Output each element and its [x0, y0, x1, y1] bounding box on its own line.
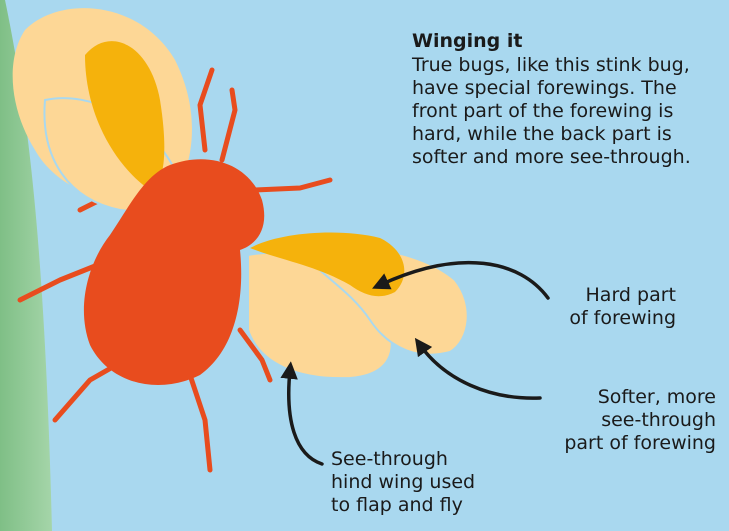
label-line: hind wing used [331, 471, 491, 494]
label-line: Softer, more [546, 386, 716, 409]
label-line: Hard part [566, 284, 676, 307]
label-line: see-through [546, 409, 716, 432]
intro-title: Winging it [412, 30, 522, 53]
label-line: part of forewing [546, 432, 716, 455]
intro-text: True bugs, like this stink bug, have spe… [412, 54, 727, 169]
label-line: See-through [331, 448, 491, 471]
label-line: of forewing [566, 307, 676, 330]
intro-line: front part of the forewing is [412, 100, 727, 123]
label-soft-part: Softer, more see-through part of forewin… [546, 386, 716, 455]
intro-line: softer and more see-through. [412, 146, 727, 169]
intro-line: True bugs, like this stink bug, [412, 54, 727, 77]
label-line: to flap and fly [331, 494, 491, 517]
arrow-hind-wing [289, 370, 322, 464]
label-hard-part: Hard part of forewing [566, 284, 676, 330]
intro-line: have special forewings. The [412, 77, 727, 100]
intro-line: hard, while the back part is [412, 123, 727, 146]
label-hind-wing: See-through hind wing used to flap and f… [331, 448, 491, 517]
